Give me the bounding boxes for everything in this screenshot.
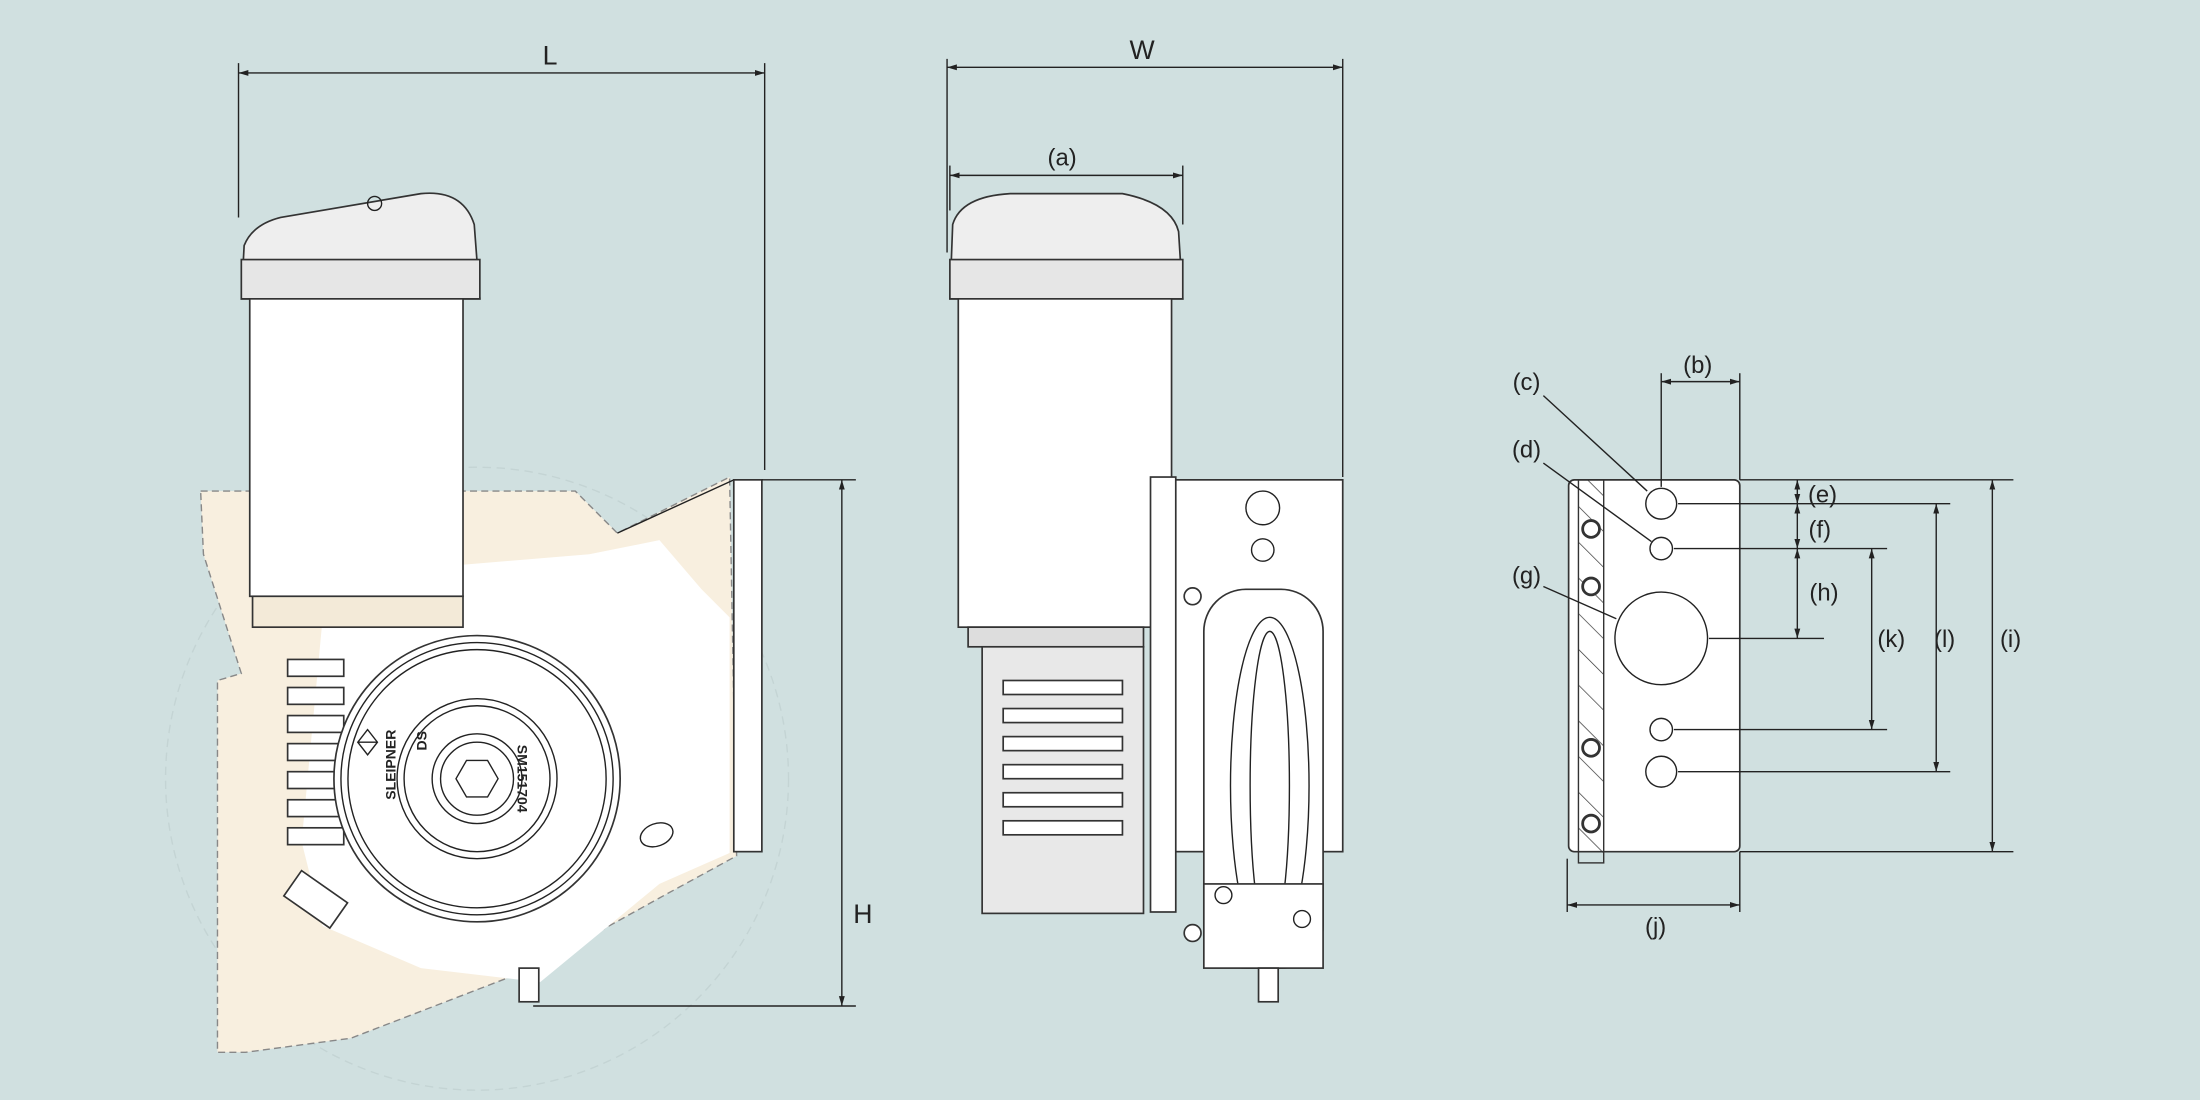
motor-code-text: DS bbox=[414, 731, 430, 750]
motor-cylinder bbox=[957, 298, 1173, 629]
dimension-label-l: (l) bbox=[1934, 626, 1955, 653]
hex-bolt-icon bbox=[455, 759, 499, 798]
side-view: SLEIPNER DS SM151704 L H bbox=[164, 41, 873, 1091]
dimension-label-e: (e) bbox=[1808, 481, 1837, 508]
callout-label-d: (d) bbox=[1512, 436, 1541, 463]
dimension-label-b: (b) bbox=[1683, 352, 1712, 379]
sleipner-logo-icon bbox=[356, 728, 379, 756]
callout-label-g: (g) bbox=[1512, 563, 1541, 590]
hole-d bbox=[1649, 536, 1674, 561]
dimension-label-W: W bbox=[1130, 35, 1156, 65]
dimension-label-a: (a) bbox=[1048, 145, 1077, 172]
dimension-label-L: L bbox=[543, 41, 558, 71]
dimension-label-i: (i) bbox=[2000, 626, 2021, 653]
front-view: W (a) bbox=[946, 35, 1344, 1003]
cooling-fins bbox=[286, 658, 345, 846]
callout-label-c: (c) bbox=[1513, 369, 1541, 396]
cooling-fins bbox=[1002, 679, 1124, 836]
motor-serial-text: SM151704 bbox=[515, 745, 531, 813]
dimension-label-H: H bbox=[853, 899, 872, 929]
dimension-label-j: (j) bbox=[1645, 913, 1666, 940]
dimension-label-f: (f) bbox=[1809, 516, 1832, 543]
hole-c bbox=[1645, 487, 1678, 520]
dimension-label-h: (h) bbox=[1809, 580, 1838, 607]
dimension-label-k: (k) bbox=[1877, 626, 1905, 653]
hatched-strip bbox=[1577, 479, 1605, 864]
gearleg-disc bbox=[333, 634, 621, 923]
mounting-plate-edge bbox=[732, 479, 763, 853]
hole-g bbox=[1614, 591, 1709, 686]
background-ghost-circle bbox=[164, 466, 790, 1091]
motor-cylinder bbox=[248, 298, 464, 598]
plate-view: (b) (c) (d) (g) (e) (f) (h) (k) (l) (i) … bbox=[1512, 352, 2021, 940]
motor-brand-text: SLEIPNER bbox=[383, 730, 399, 800]
transom-plate bbox=[1567, 479, 1741, 853]
